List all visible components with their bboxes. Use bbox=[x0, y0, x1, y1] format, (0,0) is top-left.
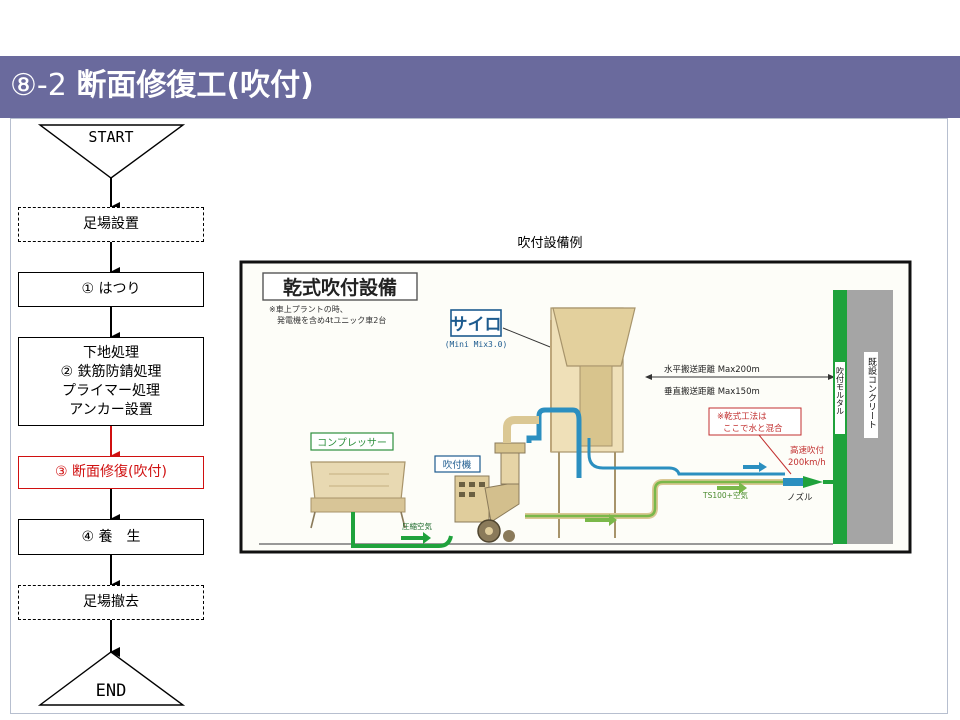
diagram-note-2: 発電機を含め4tユニック車2台 bbox=[277, 315, 386, 325]
pipe-outline-a bbox=[503, 416, 539, 443]
page-title: ⑧-2 断面修復工(吹付) bbox=[10, 66, 314, 106]
silo-label-box bbox=[450, 309, 502, 337]
step-surface-preparation: 下地処理 ② 鉄筋防錆処理 プライマー処理 アンカー設置 bbox=[18, 337, 204, 426]
silo-label: サイロ bbox=[451, 315, 502, 335]
title-bar: ⑧-2 断面修復工(吹付) bbox=[0, 56, 960, 118]
concrete-label-box bbox=[864, 352, 878, 438]
diagram-heading-box bbox=[262, 272, 418, 301]
diagram-heading: 乾式吹付設備 bbox=[283, 276, 397, 299]
title-number: ⑧-2 bbox=[10, 68, 67, 103]
nozzle-label: ノズル bbox=[787, 492, 813, 503]
dry-method-note-2: ここで水と混合 bbox=[723, 423, 783, 434]
spraying-equipment-diagram: 乾式吹付設備 ※車上プラントの時、 発電機を含め4tユニック車2台 サイロ (M… bbox=[239, 260, 912, 554]
compressor bbox=[310, 461, 406, 529]
step-scaffold-removal: 足場撤去 bbox=[18, 585, 204, 620]
diagram-note-1: ※車上プラントの時、 bbox=[269, 304, 348, 314]
figure-caption: 吹付設備例 bbox=[517, 236, 583, 251]
distance-arrowhead-right bbox=[828, 374, 835, 380]
dry-method-note-box bbox=[708, 407, 802, 436]
step-curing: ④ 養 生 bbox=[18, 519, 204, 555]
high-speed-label-2: 200km/h bbox=[788, 458, 826, 468]
compressor-label-box bbox=[310, 432, 394, 451]
step-label: 足場設置 bbox=[83, 216, 139, 232]
step-label: ④ 養 生 bbox=[81, 528, 141, 545]
ts-air-label: TS100+空気 bbox=[702, 490, 748, 500]
distance-arrowhead-left bbox=[645, 374, 652, 380]
concrete-label: 既設コンクリート bbox=[866, 357, 877, 429]
step-section-repair: ③ 断面修復(吹付) bbox=[18, 456, 204, 489]
material-hose bbox=[526, 407, 582, 478]
step-label: 足場撤去 bbox=[83, 594, 139, 610]
step-chipping: ① はつり bbox=[18, 272, 204, 307]
sprayer-label: 吹付機 bbox=[443, 459, 472, 471]
silo bbox=[550, 307, 636, 538]
step-label: ③ 断面修復(吹付) bbox=[55, 464, 167, 480]
vertical-distance-label: 垂直搬送距離 Max150m bbox=[664, 386, 760, 397]
start-terminal bbox=[37, 124, 186, 179]
water-arrow bbox=[743, 462, 767, 472]
water-hose bbox=[587, 438, 785, 476]
step-scaffold-setup: 足場設置 bbox=[18, 207, 204, 242]
mortar-label-box bbox=[835, 362, 845, 434]
sprayer-label-box bbox=[434, 455, 481, 473]
high-speed-label-1: 高速吹付 bbox=[790, 445, 825, 456]
step-label: 下地処理 bbox=[83, 344, 139, 361]
water-leader bbox=[758, 434, 792, 475]
transport-arrow-1 bbox=[585, 514, 617, 526]
end-terminal bbox=[37, 651, 186, 706]
start-label: START bbox=[88, 128, 134, 146]
step-label: アンカー設置 bbox=[69, 401, 153, 418]
spraying-machine bbox=[454, 442, 526, 543]
compressor-label: コンプレッサー bbox=[317, 437, 387, 449]
step-label: ② 鉄筋防錆処理 bbox=[60, 363, 162, 380]
dry-method-note-1: ※乾式工法は bbox=[717, 411, 767, 422]
compressed-air-label: 圧縮空気 bbox=[402, 521, 432, 531]
end-label: END bbox=[95, 681, 127, 701]
compressed-air-hose bbox=[351, 512, 453, 548]
step-label: ① はつり bbox=[81, 281, 141, 297]
content-frame bbox=[10, 118, 948, 714]
mortar-label: 吹付モルタル bbox=[836, 366, 845, 415]
compressed-air-arrow bbox=[401, 532, 431, 544]
title-label: 断面修復工(吹付) bbox=[76, 68, 314, 103]
transport-arrow-2 bbox=[717, 482, 747, 494]
step-label: プライマー処理 bbox=[62, 382, 160, 399]
transport-hose-inner bbox=[525, 480, 785, 518]
horizontal-distance-label: 水平搬送距離 Max200m bbox=[664, 364, 760, 375]
silo-sub-label: (Mini Mix3.0) bbox=[445, 340, 508, 349]
